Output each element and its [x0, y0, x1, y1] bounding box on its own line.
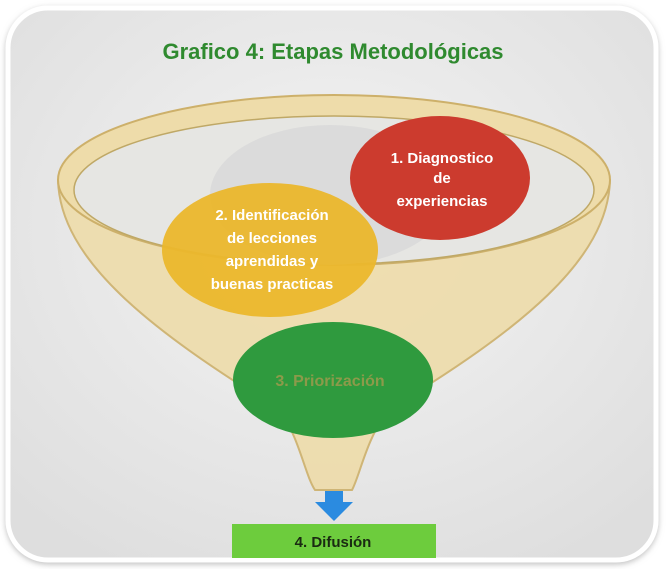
stage-4-box — [232, 524, 436, 558]
diagram-title: Grafico 4: Etapas Metodológicas — [162, 39, 503, 64]
stage-2-line-1: 2. Identificación — [215, 207, 328, 224]
stage-1-line-2: de — [433, 170, 451, 187]
stage-2-line-2: de lecciones — [227, 230, 317, 247]
down-arrow-icon — [315, 491, 353, 521]
stage-3-circle — [233, 322, 433, 438]
stage-3-label: 3. Priorización — [275, 373, 384, 390]
stage-2-circle — [162, 183, 378, 317]
stage-4-label: 4. Difusión — [295, 534, 372, 551]
stage-2-line-3: aprendidas y — [226, 253, 319, 270]
stage-1-line-1: 1. Diagnostico — [391, 150, 494, 167]
stage-2-line-4: buenas practicas — [211, 276, 334, 293]
stage-1-line-3: experiencias — [397, 193, 488, 210]
stage-1-circle — [350, 116, 530, 240]
